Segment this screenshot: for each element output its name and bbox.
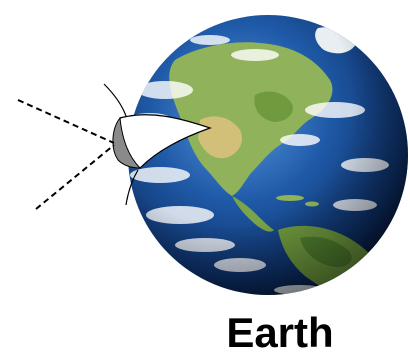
line-of-sight-lower bbox=[36, 145, 114, 209]
earth-globe bbox=[128, 15, 408, 298]
line-of-sight bbox=[18, 100, 114, 209]
earth-label: Earth bbox=[210, 310, 350, 356]
line-of-sight-upper bbox=[18, 100, 114, 143]
viewing-cone-upper-edge bbox=[104, 84, 126, 116]
